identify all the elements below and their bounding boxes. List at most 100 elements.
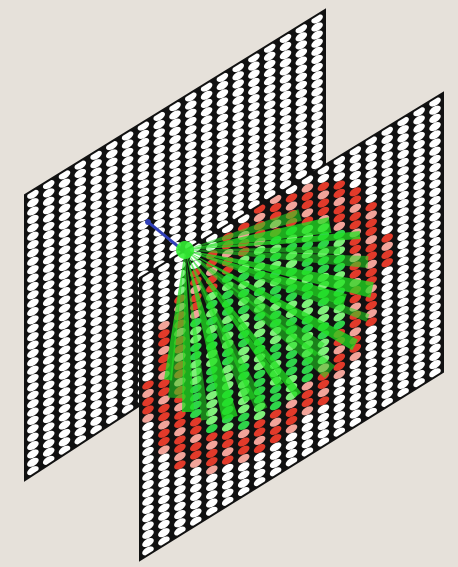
mesh-cell [137, 204, 150, 214]
ray [185, 250, 209, 421]
mesh-cell [317, 206, 330, 216]
mesh-cell [413, 369, 425, 380]
mesh-cell [27, 399, 39, 409]
mesh-cell [429, 171, 441, 181]
mesh-cell [169, 126, 181, 136]
mesh-cell [253, 411, 266, 421]
mesh-cell [58, 362, 71, 372]
mesh-cell [58, 303, 71, 313]
mesh-cell [237, 437, 250, 447]
mesh-cell [279, 66, 292, 76]
mesh-cell [169, 192, 181, 202]
mesh-cell [27, 223, 39, 233]
mesh-cell [153, 252, 165, 262]
mesh-cell [365, 342, 377, 352]
mesh-cell [200, 189, 213, 199]
mesh-cell [232, 128, 244, 138]
mesh-cell [365, 374, 377, 385]
mesh-cell [121, 139, 134, 149]
mesh-cell [269, 392, 282, 403]
mesh-cell [106, 340, 118, 350]
mesh-cell [269, 285, 282, 295]
mesh-cell [137, 187, 150, 197]
mesh-cell [397, 314, 409, 324]
mesh-cell [58, 395, 71, 405]
mesh-cell [153, 136, 165, 146]
mesh-cell [253, 444, 266, 454]
mesh-cell [121, 354, 134, 365]
mesh-cell [169, 135, 181, 145]
mesh-cell [221, 472, 234, 482]
mesh-cell [174, 518, 186, 528]
mesh-cell [221, 463, 234, 473]
mesh-cell [158, 511, 170, 521]
mesh-cell [158, 453, 170, 463]
mesh-cell [142, 496, 154, 506]
mesh-cell [106, 232, 118, 242]
mesh-cell [153, 169, 165, 179]
mesh-cell [106, 398, 118, 408]
mesh-cell [90, 308, 102, 318]
mesh-cell [190, 433, 202, 444]
mesh-cell [74, 393, 87, 403]
mesh-cell [142, 421, 154, 432]
mesh-cell [137, 245, 150, 255]
mesh-cell [232, 120, 244, 130]
mesh-cell [42, 271, 55, 282]
mesh-cell [365, 350, 377, 360]
mesh-cell [279, 98, 292, 108]
mesh-cell [158, 337, 170, 347]
mesh-cell [349, 393, 362, 403]
mesh-cell [413, 222, 425, 232]
mesh-cell [42, 255, 55, 265]
mesh-cell [253, 435, 266, 445]
mesh-cell [74, 335, 87, 345]
mesh-cell [279, 163, 292, 173]
mesh-cell [285, 201, 298, 211]
mesh-cell [365, 210, 377, 220]
mesh-cell [106, 224, 118, 234]
mesh-cell [381, 323, 393, 334]
mesh-cell [90, 208, 102, 219]
mesh-cell [429, 343, 441, 353]
mesh-cell [27, 281, 39, 291]
mesh-cell [137, 162, 150, 172]
mesh-cell [190, 417, 202, 427]
mesh-cell [216, 138, 229, 148]
mesh-cell [58, 428, 71, 439]
mesh-cell [285, 407, 298, 417]
mesh-cell [333, 378, 346, 388]
mesh-cell [349, 376, 362, 386]
mesh-cell [221, 290, 234, 300]
mesh-cell [295, 40, 308, 50]
mesh-cell [42, 430, 55, 440]
mesh-cell [311, 160, 323, 170]
mesh-cell [279, 172, 292, 182]
ray [185, 250, 369, 268]
mesh-cell [58, 262, 71, 272]
mesh-cell [365, 358, 377, 368]
mesh-cell [349, 384, 362, 394]
mesh-cell [121, 280, 134, 290]
mesh-cell [429, 310, 441, 320]
mesh-cell [295, 32, 308, 42]
mesh-cell [333, 411, 346, 421]
mesh-cell [333, 188, 346, 198]
mesh-cell [169, 184, 181, 194]
mesh-cell [397, 281, 409, 291]
mesh-cell [429, 261, 441, 271]
mesh-cell [153, 177, 165, 187]
mesh-cell [121, 189, 134, 199]
mesh-cell [74, 385, 87, 395]
mesh-cell [190, 467, 202, 477]
mesh-cell [248, 167, 260, 177]
mesh-cell [349, 269, 362, 279]
mesh-cell [397, 305, 409, 316]
mesh-cell [185, 108, 197, 118]
mesh-cell [317, 404, 330, 414]
mesh-cell [158, 271, 170, 281]
mesh-cell [285, 193, 298, 203]
mesh-cell [74, 302, 87, 312]
mesh-cell [90, 283, 102, 293]
mesh-cell [381, 217, 393, 227]
